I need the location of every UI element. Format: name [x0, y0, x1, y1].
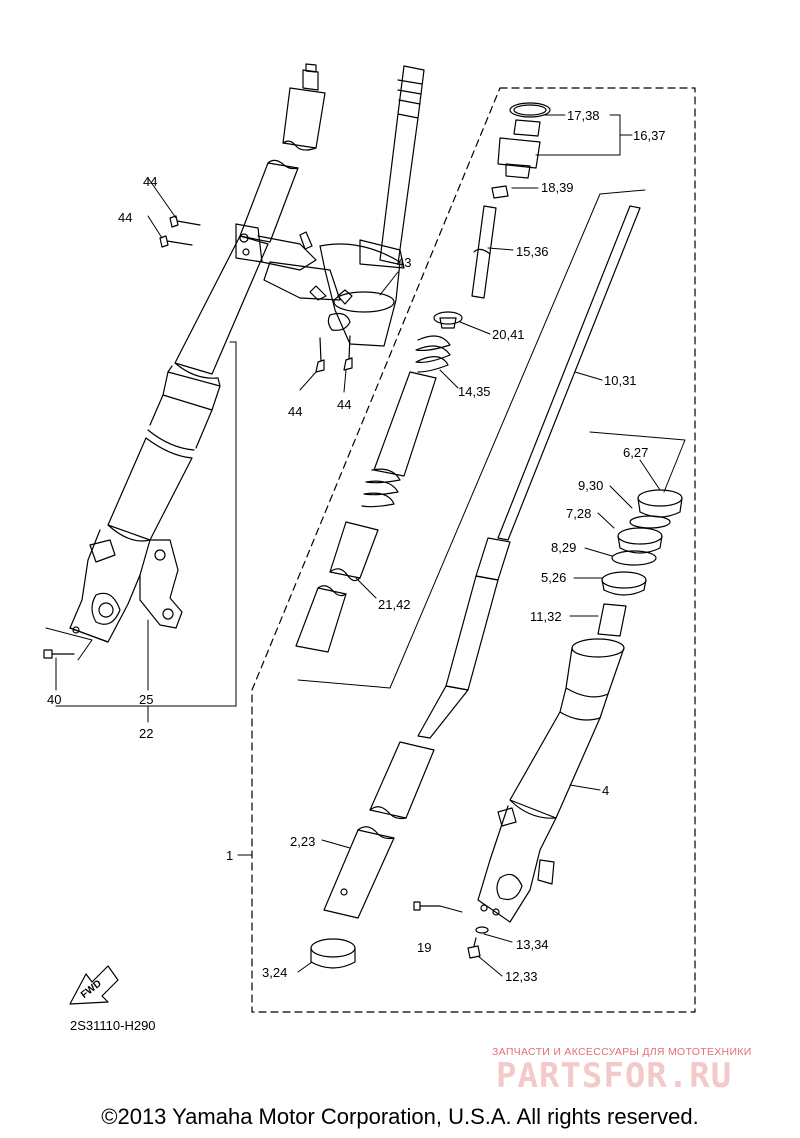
- figure-code: 2S31110-H290: [70, 1018, 156, 1033]
- callout-13-34: 13,34: [516, 937, 549, 952]
- assembled-fork: [69, 63, 326, 643]
- callout-8-29: 8,29: [551, 540, 577, 555]
- cap-bolt-assembly: [491, 102, 551, 199]
- group-boundary-dashed: [251, 87, 696, 1013]
- collar-11: [597, 603, 627, 637]
- steering-stem: [263, 65, 425, 347]
- callout-12-33: 12,33: [505, 969, 538, 984]
- callout-21-42: 21,42: [378, 597, 411, 612]
- callout-2-23: 2,23: [290, 834, 316, 849]
- callout-3-24: 3,24: [262, 965, 288, 980]
- damper-rod-15: [471, 205, 497, 299]
- callout-18-39: 18,39: [541, 180, 574, 195]
- watermark-logo: PARTSFOR.RU: [496, 1056, 733, 1096]
- callout-4: 4: [602, 783, 610, 798]
- callout-10-31: 10,31: [604, 373, 637, 388]
- callout-14-35: 14,35: [458, 384, 491, 399]
- callout-11-32: 11,32: [530, 609, 562, 624]
- callout-9-30: 9,30: [578, 478, 604, 493]
- bolts-44: [43, 215, 353, 659]
- callout-25: 25: [139, 692, 154, 707]
- callout-6-27: 6,27: [623, 445, 649, 460]
- callout-16-37: 16,37: [633, 128, 666, 143]
- callout-7-28: 7,28: [566, 506, 592, 521]
- inner-tube-2: [323, 741, 435, 919]
- outer-tube-4: [477, 638, 625, 923]
- callout-22: 22: [139, 726, 154, 741]
- leader-lines: [45, 114, 686, 977]
- seal-stack: [601, 489, 683, 596]
- watermark-tagline: ЗАПЧАСТИ И АКСЕССУАРЫ ДЛЯ МОТОТЕХНИКИ: [492, 1046, 752, 1058]
- spacer-21: [295, 521, 379, 653]
- rod-10: [417, 205, 641, 739]
- callout-15-36: 15,36: [516, 244, 549, 259]
- callout-1: 1: [226, 848, 234, 863]
- copyright-notice: ©2013 Yamaha Motor Corporation, U.S.A. A…: [101, 1104, 699, 1129]
- bottom-bolts: [413, 901, 489, 959]
- callout-5-26: 5,26: [541, 570, 567, 585]
- callout-44-b: 44: [118, 210, 133, 225]
- callout-19: 19: [417, 940, 432, 955]
- callout-44-a: 44: [143, 174, 158, 189]
- callout-40: 40: [47, 692, 62, 707]
- callout-44-d: 44: [337, 397, 352, 412]
- bushing-3: [310, 938, 356, 958]
- callout-17-38: 17,38: [567, 108, 600, 123]
- fwd-arrow: [69, 965, 119, 1005]
- callout-44-c: 44: [288, 404, 303, 419]
- callout-20-41: 20,41: [492, 327, 525, 342]
- callout-43: 43: [397, 255, 412, 270]
- spring-14: [361, 311, 463, 508]
